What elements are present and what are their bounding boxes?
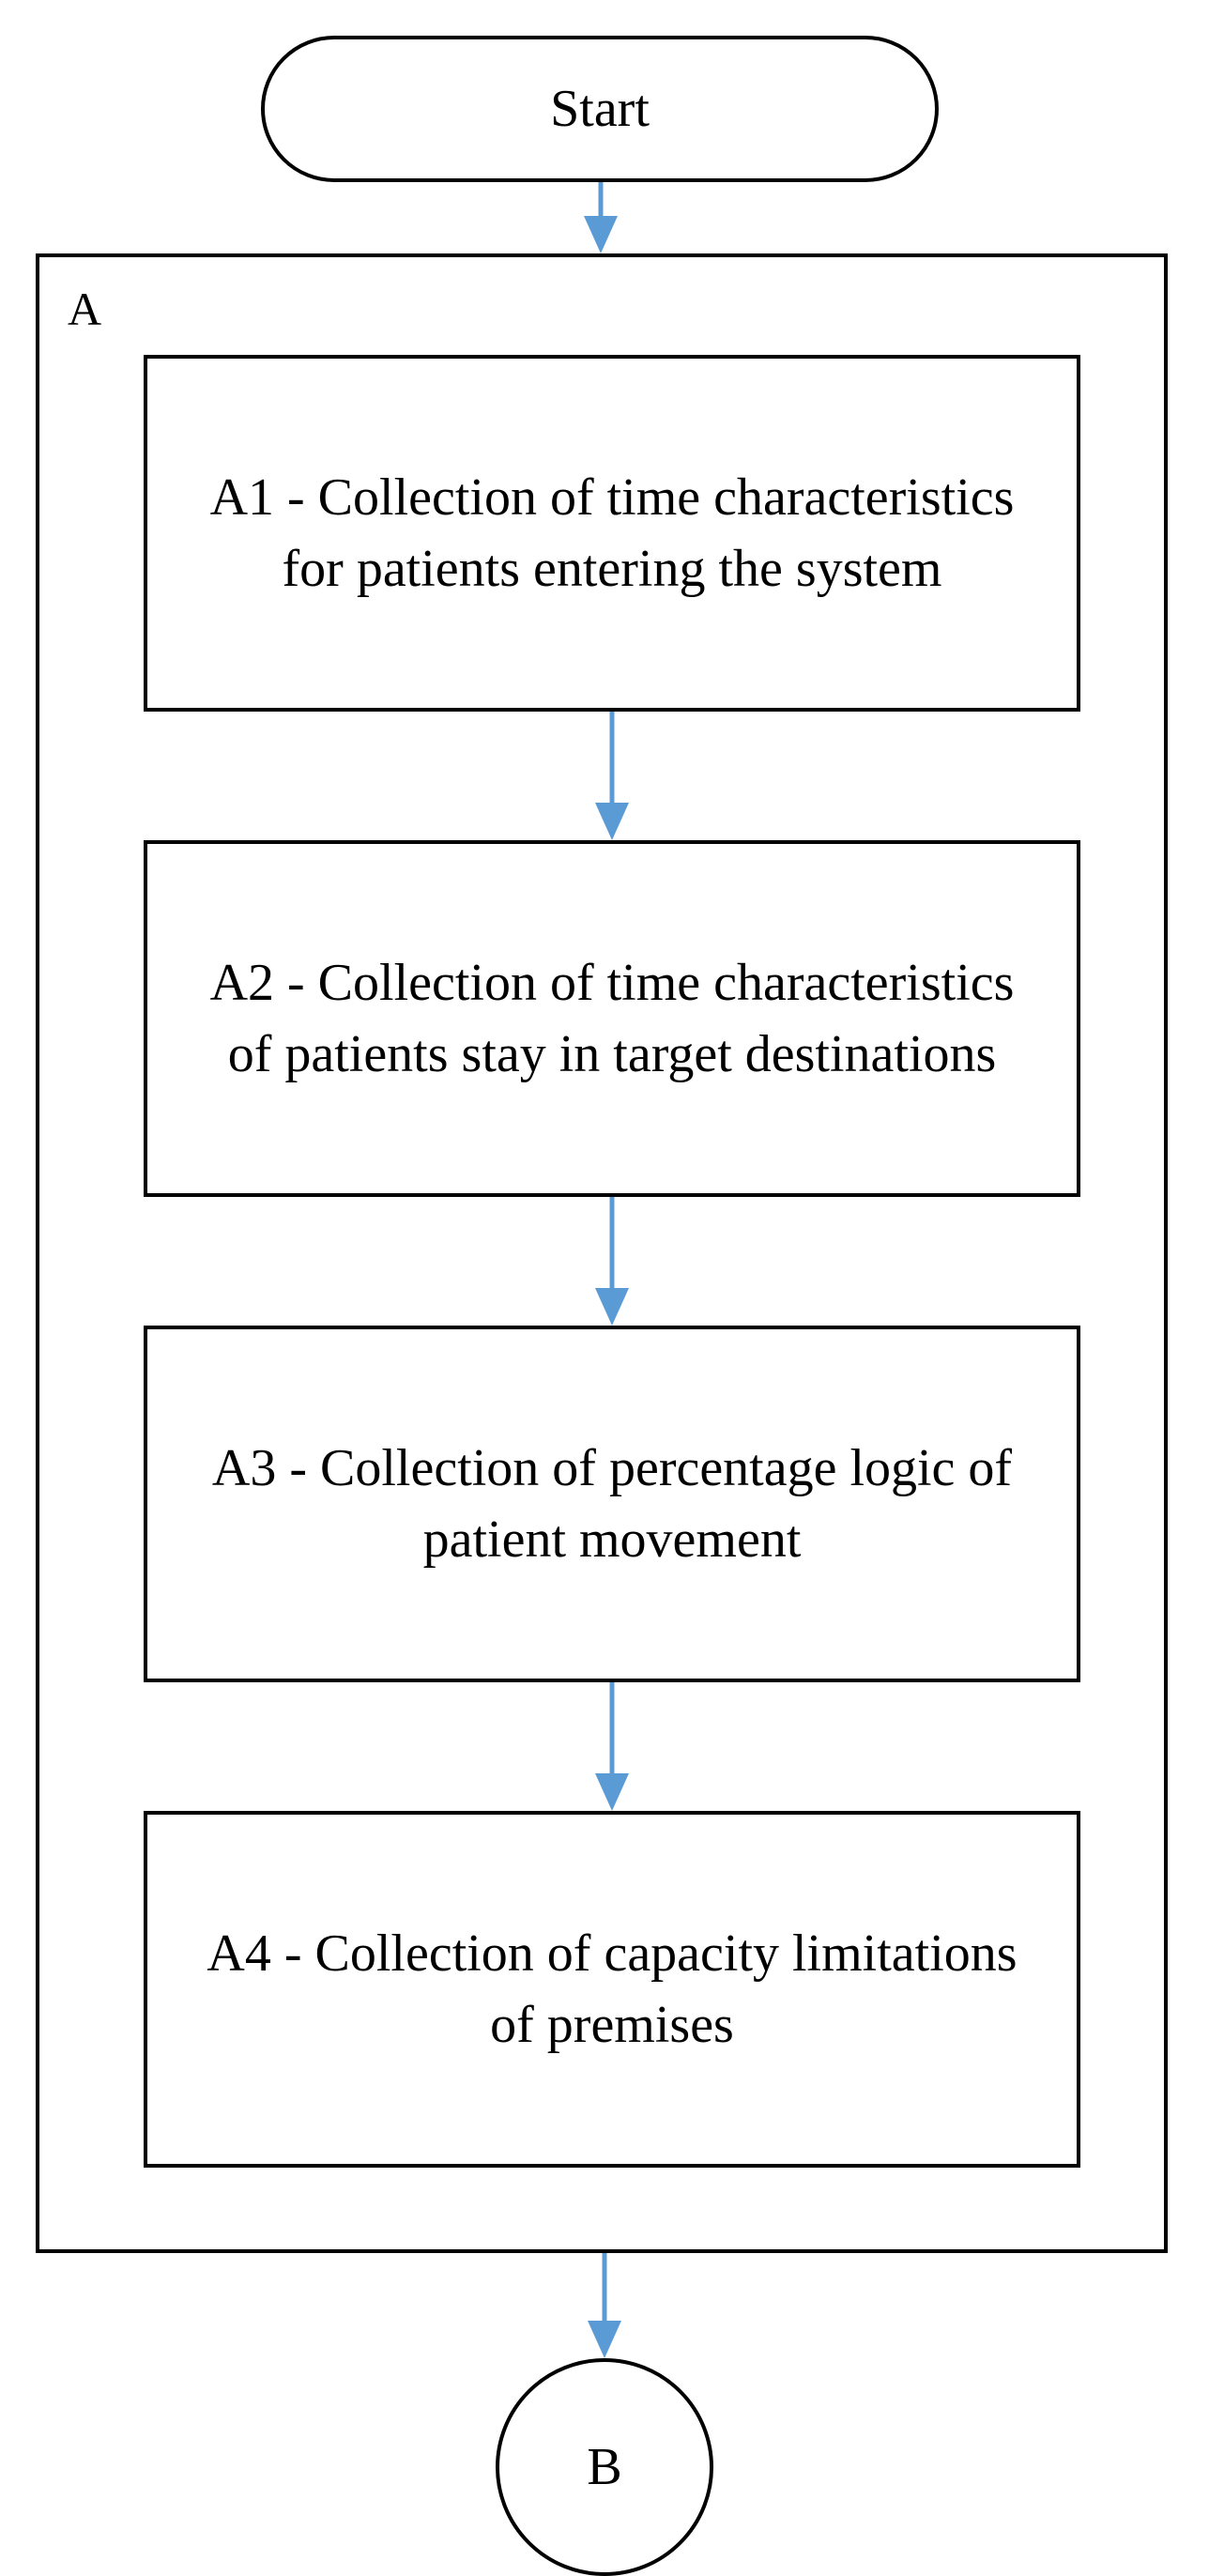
step-a2-box: A2 - Collection of time characteristics … (144, 840, 1080, 1197)
step-a1-box: A1 - Collection of time characteristics … (144, 355, 1080, 712)
process-group-label: A (68, 283, 102, 335)
arrow-start-to-a (584, 182, 618, 253)
step-a4-label: A4 - Collection of capacity limitations … (207, 1924, 1018, 2054)
start-terminator: Start (261, 36, 939, 182)
step-a3-label: A3 - Collection of percentage logic of p… (211, 1439, 1013, 1569)
end-connector-b: B (496, 2358, 713, 2576)
process-group-a: A (36, 253, 1168, 2253)
step-a1-label: A1 - Collection of time characteristics … (209, 468, 1015, 598)
step-a4-box: A4 - Collection of capacity limitations … (144, 1811, 1080, 2168)
arrow-a-to-b (588, 2253, 621, 2358)
end-connector-label: B (587, 2438, 622, 2496)
step-a3-box: A3 - Collection of percentage logic of p… (144, 1326, 1080, 1682)
start-label: Start (550, 80, 650, 138)
step-a2-label: A2 - Collection of time characteristics … (209, 954, 1015, 1083)
